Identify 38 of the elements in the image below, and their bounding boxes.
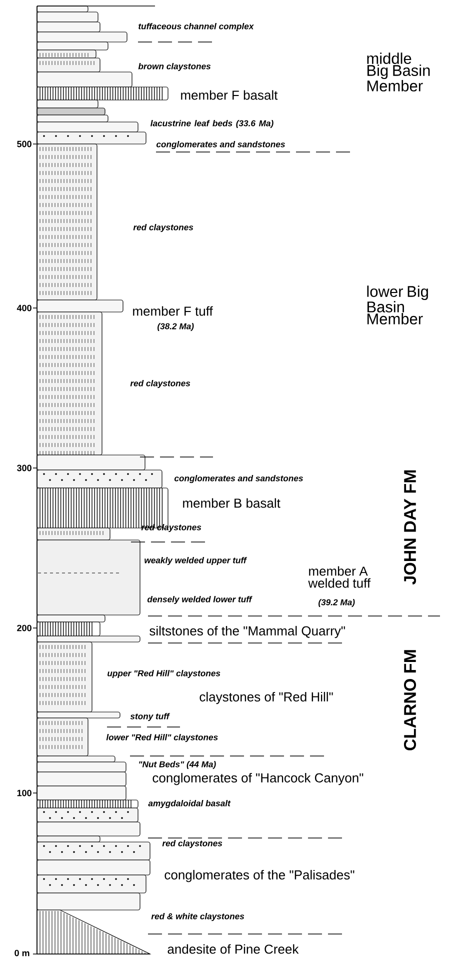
axis-tick-label: 500 (17, 140, 32, 148)
unit-label: member B basalt (183, 498, 280, 508)
member-label: lower Big Basin Member (367, 286, 428, 324)
unit-label: conglomerates of the "Palisades" (164, 870, 354, 882)
layer-label: upper "Red Hill" claystones (108, 670, 220, 678)
formation-label: CLARNO FM (404, 650, 416, 750)
layer-label: red & white claystones (151, 913, 244, 922)
layer-label: amygdaloidal basalt (148, 800, 231, 808)
unit-label: andesite of Pine Creek (168, 944, 299, 954)
layer-label: red claystones (133, 224, 194, 232)
unit-label: member F tuff (133, 306, 213, 316)
unit-label: member A welded tuff (308, 566, 371, 588)
layer-label: conglomerates and sandstones (156, 141, 285, 150)
layer-label: red claystones (130, 380, 190, 388)
layer-label: lacustrine leaf beds (33.6 Ma) (150, 120, 274, 128)
layer-label: brown claystones (138, 63, 211, 72)
layer-label: "Nut Beds" (44 Ma) (139, 761, 216, 770)
unit-label: member F basalt (181, 90, 278, 100)
member-label: middle Big Basin Member (367, 52, 430, 92)
layer-label: (38.2 Ma) (158, 323, 194, 332)
layer-label: red claystones (141, 524, 202, 532)
axis-tick-label: 100 (17, 790, 32, 796)
unit-label: conglomerates of "Hancock Canyon" (152, 772, 364, 786)
axis-tick-label: 300 (17, 464, 32, 472)
unit-label: siltstones of the "Mammal Quarry" (150, 626, 345, 638)
layer-label: lower "Red Hill" claystones (106, 734, 218, 742)
layer-label: tuffaceous channel complex (138, 23, 254, 32)
layer-label: conglomerates and sandstones (174, 475, 303, 484)
formation-label: JOHN DAY FM (404, 470, 416, 585)
axis-tick-label: 0 m (14, 950, 30, 956)
axis-tick-label: 200 (17, 624, 32, 632)
layer-label: weakly welded upper tuff (144, 557, 248, 566)
axis-tick-label: 400 (16, 304, 32, 312)
unit-label: claystones of "Red Hill" (200, 692, 333, 704)
layer-label: stony tuff (130, 713, 170, 722)
layer-label: red claystones (162, 840, 222, 848)
layer-label: densely welded lower tuff (147, 596, 252, 604)
layer-label: (39.2 Ma) (318, 599, 355, 608)
